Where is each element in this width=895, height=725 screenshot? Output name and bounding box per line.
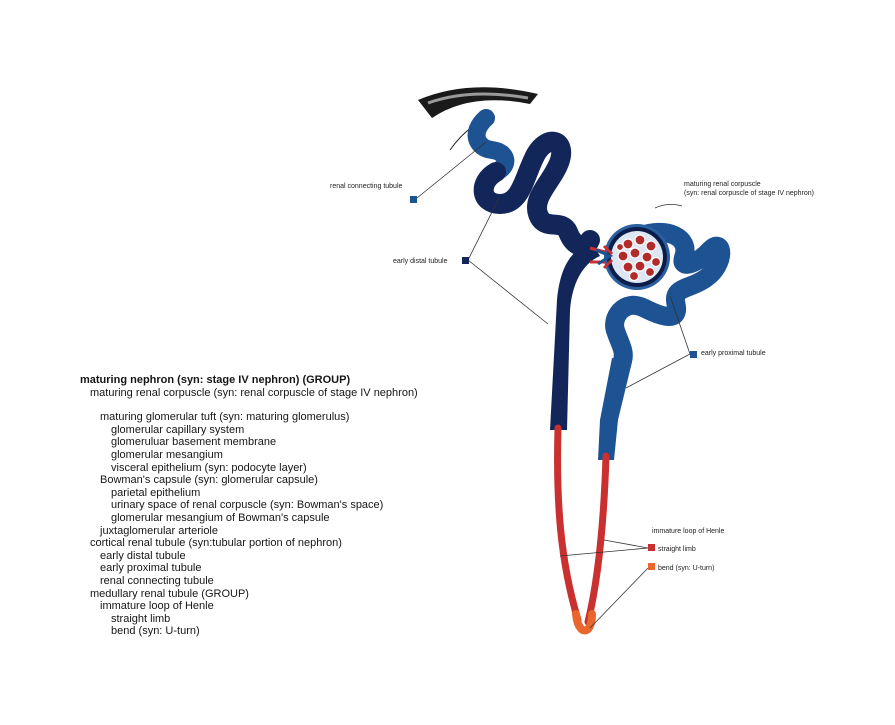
label-connecting-tubule: renal connecting tubule — [330, 183, 403, 190]
tree-item: early proximal tubule — [100, 562, 202, 575]
key-connecting-tubule — [410, 196, 417, 203]
tree-item: urinary space of renal corpuscle (syn: B… — [111, 499, 384, 512]
tree-item: maturing renal corpuscle (syn: renal cor… — [90, 386, 418, 399]
key-early-distal — [462, 257, 469, 264]
label-loop-of-henle: immature loop of Henle — [652, 528, 725, 535]
pointer-early-distal-a — [467, 195, 501, 261]
pointer-early-proximal — [625, 353, 691, 389]
label-straight-limb: straight limb — [658, 546, 696, 553]
early-proximal-tubule-shape — [605, 222, 731, 372]
tree-spacer — [80, 399, 500, 411]
tree-item: medullary renal tubule (GROUP) — [90, 587, 249, 600]
key-bend — [648, 563, 655, 570]
label-early-distal: early distal tubule — [393, 258, 448, 265]
label-corpuscle-line1: maturing renal corpuscle — [684, 181, 761, 188]
tree-item: maturing glomerular tuft (syn: maturing … — [100, 411, 350, 424]
tree-item: glomerular mesangium — [111, 448, 223, 461]
collecting-duct-cap-highlight — [427, 92, 529, 105]
key-early-proximal — [690, 351, 697, 358]
tree-item: straight limb — [111, 612, 171, 625]
proximal-straight-segment — [598, 358, 632, 460]
label-bend: bend (syn: U-turn) — [658, 565, 715, 572]
tree-item: maturing nephron (syn: stage IV nephron)… — [80, 374, 351, 386]
label-early-proximal: early proximal tubule — [701, 350, 766, 357]
tree-item: early distal tubule — [100, 549, 186, 562]
key-straight-limb — [648, 544, 655, 551]
pointer-connecting-tubule — [416, 141, 487, 199]
ontology-tree: maturing nephron (syn: stage IV nephron)… — [80, 374, 500, 638]
tree-item: Bowman's capsule (syn: glomerular capsul… — [100, 474, 318, 487]
pointer-corpuscle — [654, 204, 683, 209]
pointer-proximal-top — [669, 295, 691, 355]
connecting-tubule-shape — [467, 109, 515, 181]
distal-straight-segment — [550, 242, 600, 430]
early-distal-tubule-shape — [473, 131, 600, 257]
tree-item: cortical renal tubule (syn:tubular porti… — [90, 537, 342, 550]
tree-item: immature loop of Henle — [100, 600, 214, 613]
tree-item: juxtaglomerular arteriole — [100, 524, 218, 537]
tree-item: glomerular capillary system — [111, 423, 245, 436]
straight-limb-shape — [554, 424, 610, 626]
renal-corpuscle — [589, 224, 670, 290]
tree-item: glomeruluar basement membrane — [111, 436, 277, 449]
tree-item: bend (syn: U-turn) — [111, 625, 200, 638]
tree-item: parietal epithelium — [111, 486, 201, 499]
bend-shape — [572, 610, 596, 635]
tree-item: glomerular mesangium of Bowman's capsule — [111, 511, 330, 524]
tree-item: renal connecting tubule — [100, 574, 214, 587]
label-corpuscle-line2: (syn: renal corpuscle of stage IV nephro… — [684, 190, 814, 197]
pointer-loop-b — [603, 539, 649, 549]
pointer-loop-a — [559, 547, 649, 557]
pointer-bend — [589, 567, 649, 629]
tree-item: visceral epithelium (syn: podocyte layer… — [111, 461, 307, 474]
pointer-early-distal-b — [467, 259, 549, 325]
